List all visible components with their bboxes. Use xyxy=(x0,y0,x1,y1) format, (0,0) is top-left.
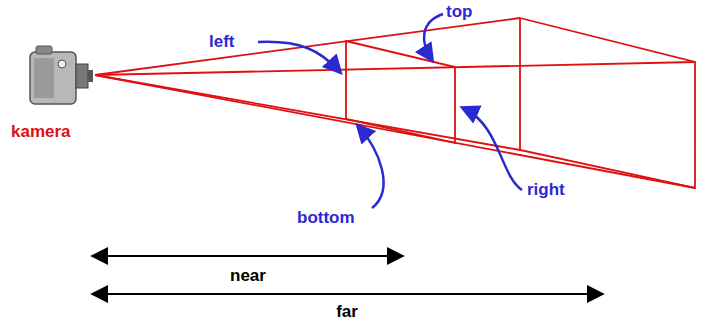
camera-icon xyxy=(30,46,93,104)
top-label: top xyxy=(445,2,473,22)
callout-arrows xyxy=(258,14,522,208)
near-label: near xyxy=(229,266,267,286)
far-label: far xyxy=(335,302,359,322)
bottom-label: bottom xyxy=(296,208,356,228)
camera-label: kamera xyxy=(10,122,72,142)
right-label: right xyxy=(526,180,566,200)
dimension-arrows xyxy=(92,256,603,294)
view-frustum xyxy=(95,18,695,188)
left-label: left xyxy=(208,32,236,52)
